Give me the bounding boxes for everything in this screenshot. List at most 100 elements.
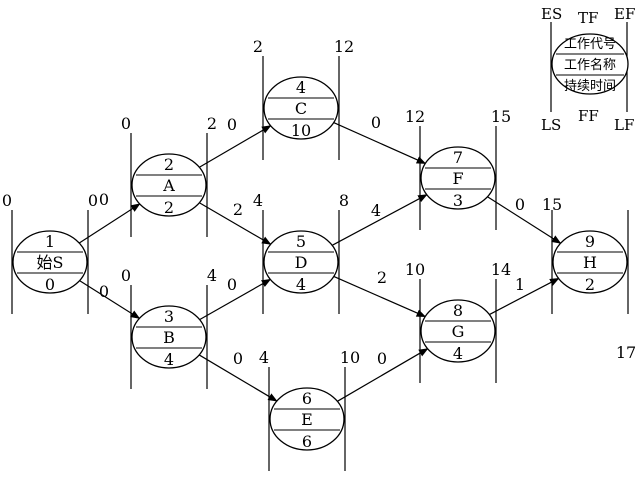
edge-D-G (333, 275, 427, 318)
edge-G-H (489, 277, 560, 316)
node-S-ef: 0 (88, 191, 98, 210)
node-H-name: H (583, 253, 597, 272)
node-E-duration: 6 (302, 432, 312, 451)
legend-ls: LS (541, 116, 561, 134)
node-D-ellipse (263, 230, 339, 294)
legend-work-code: 工作代号 (564, 37, 616, 52)
node-D-code: 5 (296, 232, 306, 251)
node-H: 9H 2 15 17 (542, 195, 636, 362)
node-B-duration: 4 (164, 350, 174, 369)
node-C: 4C 10 2 12 (253, 37, 354, 160)
node-F-duration: 3 (453, 191, 463, 210)
legend-work-name: 工作名称 (564, 57, 616, 73)
edge-E-G (337, 348, 429, 402)
node-S-es: 0 (2, 191, 12, 210)
node-B-code: 3 (164, 307, 174, 326)
node-C-name: C (295, 99, 307, 118)
node-A-code: 2 (164, 155, 174, 174)
node-B-es: 0 (121, 266, 131, 285)
node-G-ef: 14 (491, 260, 511, 279)
edge-label-C-F: 0 (371, 113, 381, 132)
node-H-ef: 17 (616, 343, 636, 362)
node-G-code: 8 (453, 301, 463, 320)
node-A-ellipse (131, 153, 207, 217)
legend-ef: EF (614, 5, 635, 23)
node-C-es: 2 (253, 37, 263, 56)
node-G: 8G 4 10 14 (405, 260, 511, 383)
node-S: 1 始S 0 0 0 (2, 191, 98, 314)
legend-ff: FF (578, 107, 599, 125)
node-B-ellipse (131, 305, 207, 369)
node-G-es: 10 (405, 260, 425, 279)
node-A-name: A (162, 176, 175, 195)
node-E-ef: 10 (340, 348, 360, 367)
node-H-duration: 2 (585, 275, 595, 294)
node-S-duration: 0 (45, 275, 55, 294)
node-F-code: 7 (453, 148, 463, 167)
node-C-ef: 12 (334, 37, 354, 56)
edge-label-E-G: 0 (377, 349, 387, 368)
node-D-duration: 4 (296, 275, 306, 294)
node-C-duration: 10 (291, 121, 311, 140)
node-D: 5D 4 4 8 (253, 191, 349, 314)
edge-label-A-D: 2 (233, 200, 243, 219)
node-F-es: 12 (405, 107, 425, 126)
edge-A-C (199, 125, 272, 168)
node-B: 3B 4 0 4 (121, 266, 217, 389)
node-A-es: 0 (121, 114, 131, 133)
legend: ES TF EF 工作代号 工作名称 持续时间 LS FF LF (541, 5, 635, 134)
edge-S-B (79, 280, 141, 319)
node-D-name: D (295, 253, 308, 272)
node-S-name: 始S (37, 253, 64, 272)
node-G-duration: 4 (453, 344, 463, 363)
legend-lf: LF (614, 116, 634, 134)
legend-tf: TF (578, 9, 598, 27)
node-A-ef: 2 (207, 114, 217, 133)
node-S-ellipse (12, 230, 88, 294)
node-G-ellipse (420, 299, 496, 363)
edge-label-D-F: 4 (371, 201, 381, 220)
node-F-ellipse (420, 146, 496, 210)
node-G-name: G (452, 322, 465, 341)
edge-label-B-D: 0 (227, 275, 237, 294)
edge-label-B-E: 0 (233, 349, 243, 368)
node-B-name: B (163, 328, 175, 347)
edge-label-D-G: 2 (377, 268, 387, 287)
legend-ellipse (551, 33, 629, 95)
node-E-code: 6 (302, 389, 312, 408)
node-E-name: E (301, 410, 313, 429)
legend-es: ES (541, 5, 562, 23)
node-C-ellipse (263, 76, 339, 140)
edge-D-F (331, 194, 428, 246)
edge-B-D (199, 278, 272, 321)
edge-S-A (78, 203, 141, 244)
edge-label-S-B: 0 (99, 282, 109, 301)
node-B-ef: 4 (207, 266, 217, 285)
node-F-name: F (452, 169, 463, 188)
node-A-duration: 2 (164, 198, 174, 217)
edge-B-E (198, 354, 278, 402)
node-H-code: 9 (585, 232, 595, 251)
edge-C-F (333, 122, 427, 164)
node-S-code: 1 (45, 232, 55, 251)
edge-A-D (199, 202, 272, 245)
edge-label-A-C: 0 (227, 115, 237, 134)
node-H-es: 15 (542, 195, 562, 214)
edge-label-F-H: 0 (515, 195, 525, 214)
edge-label-G-H: 1 (515, 275, 525, 294)
edge-F-H (487, 196, 562, 244)
node-E-es: 4 (259, 348, 269, 367)
legend-duration: 持续时间 (564, 79, 616, 94)
edge-label-S-A: 0 (99, 190, 109, 209)
node-D-ef: 8 (339, 191, 349, 210)
node-C-code: 4 (296, 78, 306, 97)
node-F: 7F 3 12 15 (405, 107, 511, 230)
node-D-es: 4 (253, 191, 263, 210)
node-F-ef: 15 (491, 107, 511, 126)
node-E-ellipse (269, 387, 345, 451)
